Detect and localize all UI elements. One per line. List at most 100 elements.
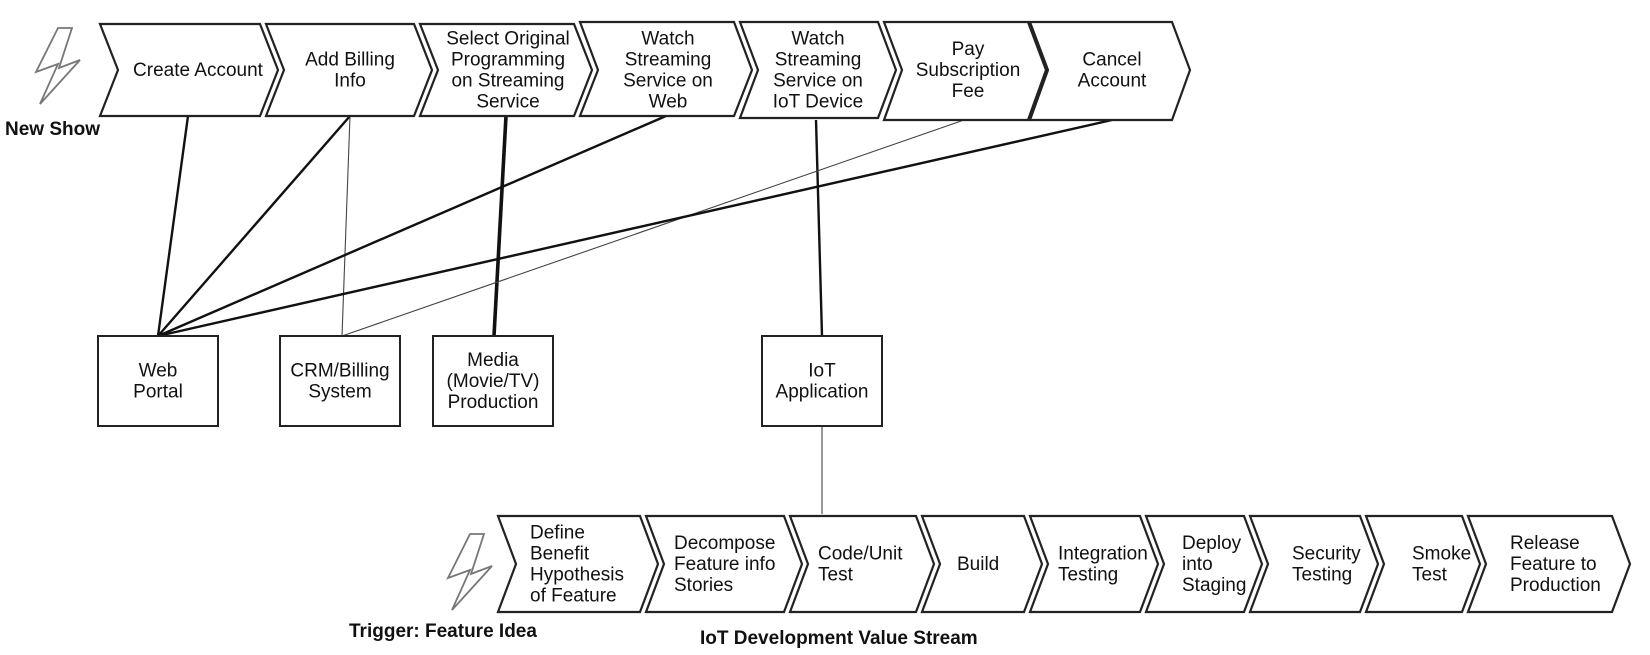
label-line: Portal (133, 382, 183, 403)
step-build: Build (920, 514, 1044, 614)
label-line: Production (448, 392, 539, 413)
label-line: Feature to (1510, 554, 1597, 575)
label-line: IoT (808, 361, 836, 382)
label-line: Feature info (674, 554, 775, 575)
label-line: Watch (641, 29, 694, 50)
label-line: Streaming (625, 50, 712, 71)
label-line: Fee (952, 81, 985, 102)
label-line: Stories (674, 575, 733, 596)
step-create-account: Create Account (98, 22, 280, 118)
step-label: Create Account (133, 60, 264, 81)
label-line: Pay (952, 39, 985, 60)
label-line: Subscription (916, 60, 1021, 81)
lightning-bolt-icon (34, 27, 81, 105)
label-line: Application (776, 382, 869, 403)
label-line: Hypothesis (530, 565, 624, 586)
label-line: Test (1412, 565, 1448, 586)
label-line: Web (649, 92, 688, 113)
label-line: into (1182, 554, 1213, 575)
connector-watch-web-to-web-portal (157, 114, 667, 338)
label-line: IoT Device (773, 92, 863, 113)
connector-add-billing-to-web-portal (157, 115, 351, 337)
connector-watch-iot-to-iot-application (814, 119, 824, 337)
label-line: Info (334, 71, 366, 92)
label-line: Integration (1058, 544, 1148, 565)
label-line: Define (530, 523, 585, 544)
label-line: on Streaming (451, 71, 564, 92)
label-line: of Feature (530, 586, 617, 607)
top-trigger-label: New Show (5, 119, 100, 140)
label-line: Service (476, 92, 539, 113)
system-label: Media(Movie/TV)Production (447, 350, 540, 413)
label-line: Select Original (446, 29, 570, 50)
label-line: Web (139, 361, 178, 382)
label-line: Cancel (1082, 50, 1141, 71)
label-line: Security (1292, 544, 1361, 565)
label-line: Deploy (1182, 533, 1242, 554)
label-line: System (308, 382, 371, 403)
system-media-production: Media(Movie/TV)Production (432, 335, 554, 427)
bottom-trigger-label: Trigger: Feature Idea (349, 621, 537, 642)
connector-select-programming-to-media-production (492, 115, 508, 337)
label-line: Account (1078, 71, 1147, 92)
label-line: Watch (791, 29, 844, 50)
label-line: Create Account (133, 60, 264, 81)
step-label: Build (957, 554, 999, 575)
connector-pay-subscription-to-crm-billing (341, 119, 965, 337)
label-line: Test (818, 565, 854, 586)
connectors (156, 114, 1113, 514)
label-line: Smoke (1412, 544, 1471, 565)
label-line: Staging (1182, 575, 1246, 596)
label-line: Testing (1058, 565, 1118, 586)
label-line: Code/Unit (818, 544, 903, 565)
label-line: (Movie/TV) (447, 371, 540, 392)
label-line: Production (1510, 575, 1601, 596)
connector-add-billing-to-crm-billing (341, 115, 351, 337)
label-line: Build (957, 554, 999, 575)
bottom-stream-label: IoT Development Value Stream (700, 628, 978, 649)
label-line: Add Billing (305, 50, 395, 71)
connector-create-account-to-web-portal (156, 115, 190, 337)
label-line: Release (1510, 533, 1580, 554)
label-line: Media (467, 350, 519, 371)
label-line: Service on (623, 71, 713, 92)
connector-cancel-account-to-web-portal (157, 118, 1113, 338)
label-line: Service on (773, 71, 863, 92)
